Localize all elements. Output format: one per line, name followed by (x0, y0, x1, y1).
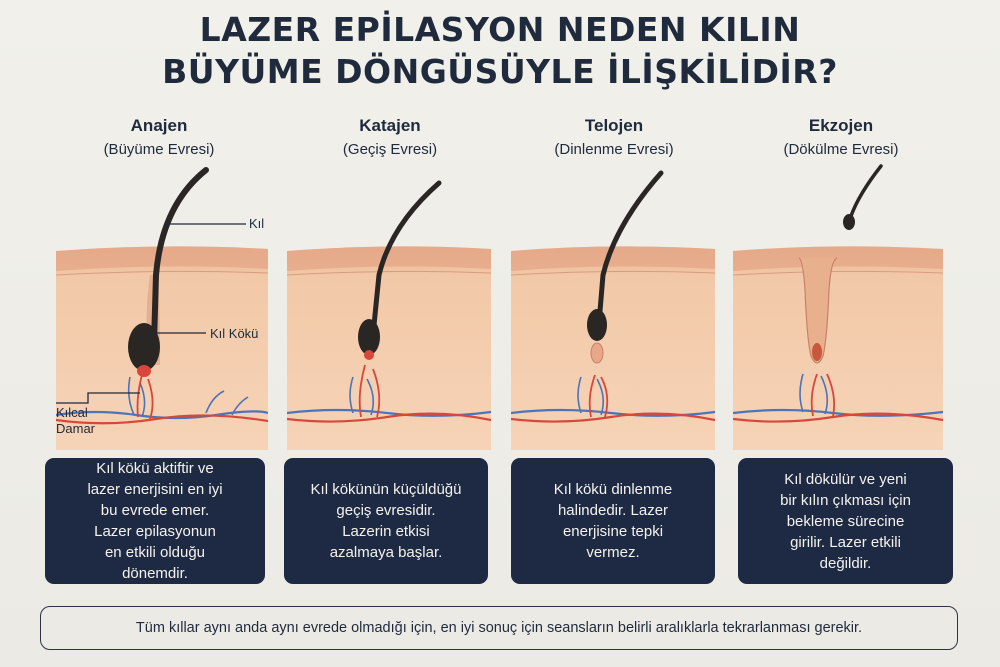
skin-tissue (287, 246, 491, 450)
anajen-description-box: Kıl kökü aktiftir ve lazer enerjisini en… (45, 458, 265, 584)
epidermis-layer (56, 246, 268, 271)
hair-root-label: Kıl Kökü (210, 326, 259, 341)
capillary-veins (127, 376, 249, 418)
dermis-line (287, 270, 491, 276)
description-line: değildir. (819, 554, 872, 572)
hair-shaft (596, 170, 664, 326)
description-line: bekleme sürecine (786, 512, 905, 530)
shed-hair (849, 164, 883, 218)
hair-shaft (370, 180, 442, 338)
description-line: Kıl kökü dinlenme (553, 481, 673, 498)
resting-follicle (590, 342, 604, 364)
capillary-arteries (358, 364, 381, 418)
description-line: girilir. Lazer etkili (790, 533, 901, 551)
hair-bulb (587, 309, 607, 341)
hair-label: Kıl (249, 216, 265, 231)
description-line: Lazerin etkisi (342, 523, 430, 540)
ekzojen-description-box: Kıl dökülür ve yeni bir kılın çıkması iç… (738, 458, 953, 584)
new-papilla (812, 343, 822, 361)
description-line: Kıl kökü aktiftir ve (96, 460, 214, 477)
dermis-line (733, 270, 943, 276)
katajen-description-box: Kıl kökünün küçüldüğü geçiş evresidir. L… (284, 458, 488, 584)
capillary-arteries (588, 374, 609, 418)
stage-subtitle: (Büyüme Evresi) (103, 141, 215, 158)
dermal-papilla (137, 365, 151, 377)
footer-note-box: Tüm kıllar aynı anda aynı evrede olmadığ… (40, 606, 958, 650)
description-line: bir kılın çıkması için (780, 491, 911, 509)
description-line: Kıl dökülür ve yeni (784, 470, 907, 488)
ekzojen-skin-illustration (733, 164, 943, 450)
description-line: en etkili olduğu (104, 544, 206, 561)
artery (56, 414, 268, 425)
capillary-veins (349, 376, 375, 416)
skin-tissue (511, 246, 715, 450)
artery (733, 412, 943, 423)
capillary-veins (799, 373, 829, 415)
description-line: Kıl kökünün küçüldüğü (310, 481, 462, 498)
capillary-arteries (810, 373, 836, 417)
description-line: lazer enerjisini en iyi (87, 481, 223, 498)
shed-hair-bulb (843, 214, 855, 230)
stage-katajen-header: Katajen (Geçiş Evresi) (280, 110, 500, 158)
hair-bulb (358, 319, 380, 355)
capillary-label-line2: Damar (56, 421, 96, 436)
hair-shaft (151, 167, 209, 346)
epidermis-layer (733, 246, 943, 271)
description-line: Lazer epilasyonun (94, 523, 216, 540)
title-line-1: LAZER EPİLASYON NEDEN KILIN (199, 10, 801, 49)
description-line: halindedir. Lazer (557, 502, 669, 519)
description-line: geçiş evresidir. (336, 502, 436, 519)
description-line: dönemdir. (122, 565, 188, 582)
katajen-skin-illustration (287, 180, 491, 450)
stage-subtitle: (Geçiş Evresi) (342, 141, 438, 158)
description-line: bu evrede emer. (100, 502, 210, 519)
dermis-line (511, 270, 715, 276)
hair-bulb (128, 323, 160, 371)
skin-tissue (733, 246, 943, 450)
dermal-papilla (364, 350, 374, 360)
footer-note-text: Tüm kıllar aynı anda aynı evrede olmadığ… (135, 620, 863, 636)
capillary-label-line1: Kılcal (56, 405, 88, 420)
description-line: enerjisine tepki (562, 523, 664, 540)
artery (287, 412, 491, 423)
telojen-skin-illustration (511, 170, 715, 450)
dermis-line (56, 270, 268, 276)
stage-name: Katajen (359, 116, 421, 135)
stage-subtitle: (Dökülme Evresi) (783, 141, 899, 158)
empty-follicle (798, 257, 838, 364)
description-line: vermez. (586, 544, 640, 561)
stage-name: Anajen (130, 116, 188, 135)
stage-ekzojen-header: Ekzojen (Dökülme Evresi) (731, 110, 951, 158)
telojen-description-box: Kıl kökü dinlenme halindedir. Lazer ener… (511, 458, 715, 584)
stage-name: Telojen (584, 116, 644, 135)
capillary-veins (577, 376, 605, 416)
epidermis-layer (287, 246, 491, 271)
artery (511, 412, 715, 423)
capillary-callout-line (56, 392, 140, 404)
epidermis-layer (511, 246, 715, 271)
skin-tissue (56, 246, 268, 450)
stage-telojen-header: Telojen (Dinlenme Evresi) (504, 110, 724, 158)
stage-name: Ekzojen (808, 116, 874, 135)
stage-subtitle: (Dinlenme Evresi) (554, 141, 674, 158)
stage-anajen-header: Anajen (Büyüme Evresi) (49, 110, 269, 158)
anajen-skin-illustration (56, 167, 268, 450)
description-line: azalmaya başlar. (329, 544, 443, 561)
title-line-2: BÜYÜME DÖNGÜSÜYLE İLİŞKİLİDİR? (162, 52, 838, 91)
capillary-arteries (136, 374, 154, 420)
